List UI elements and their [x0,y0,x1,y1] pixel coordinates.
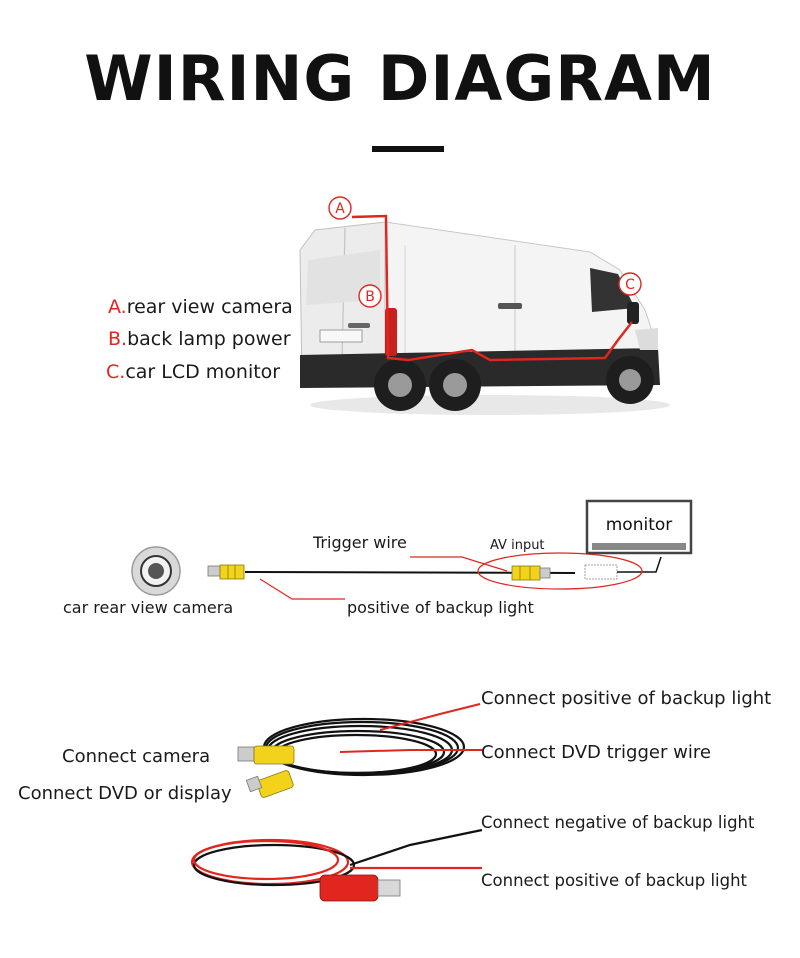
legend-letter: C. [106,361,126,383]
legend-text: car LCD monitor [125,361,281,383]
legend-item-c: C.car LCD monitor [106,361,280,383]
connect-backup-positive-bottom-label: Connect positive of backup light [481,871,748,890]
rca-plug-2 [245,770,294,798]
power-cable [190,828,483,887]
connect-backup-positive-top-label: Connect positive of backup light [481,688,772,709]
marker-a: A [328,196,352,220]
monitor-icon: monitor [585,499,693,555]
rca-connector-left [207,564,245,580]
svg-text:B: B [365,289,375,305]
rca-connector-right [511,564,618,581]
coiled-cable [262,717,466,777]
av-input-label: AV input [490,538,545,553]
legend-letter: B. [108,328,128,350]
wiring-path [351,214,633,362]
marker-c: C [618,272,642,296]
van-illustration: A B C [299,196,670,415]
camera-icon [131,546,181,596]
legend-text: back lamp power [127,328,291,350]
dc-connector [319,874,401,902]
legend-item-b: B.back lamp power [108,328,291,350]
connection-schematic: monitor [131,499,693,600]
svg-text:C: C [625,277,635,293]
svg-text:A: A [335,201,345,217]
camera-label: car rear view camera [63,598,234,617]
page-title: WIRING DIAGRAM [84,42,716,115]
connect-dvd-label: Connect DVD or display [18,783,232,804]
connect-dvd-trigger-label: Connect DVD trigger wire [481,742,711,763]
connect-backup-negative-label: Connect negative of backup light [481,813,755,832]
legend-letter: A. [108,296,127,318]
title-underline [372,146,444,152]
trigger-wire-label: Trigger wire [313,533,407,552]
rca-plug-1 [237,745,295,765]
connect-camera-label: Connect camera [62,746,211,767]
marker-b: B [358,284,382,308]
backup-positive-label: positive of backup light [347,598,534,617]
legend-item-a: A.rear view camera [108,296,293,318]
legend-text: rear view camera [126,296,293,318]
cable-illustration [190,703,483,902]
monitor-label: monitor [606,515,673,535]
